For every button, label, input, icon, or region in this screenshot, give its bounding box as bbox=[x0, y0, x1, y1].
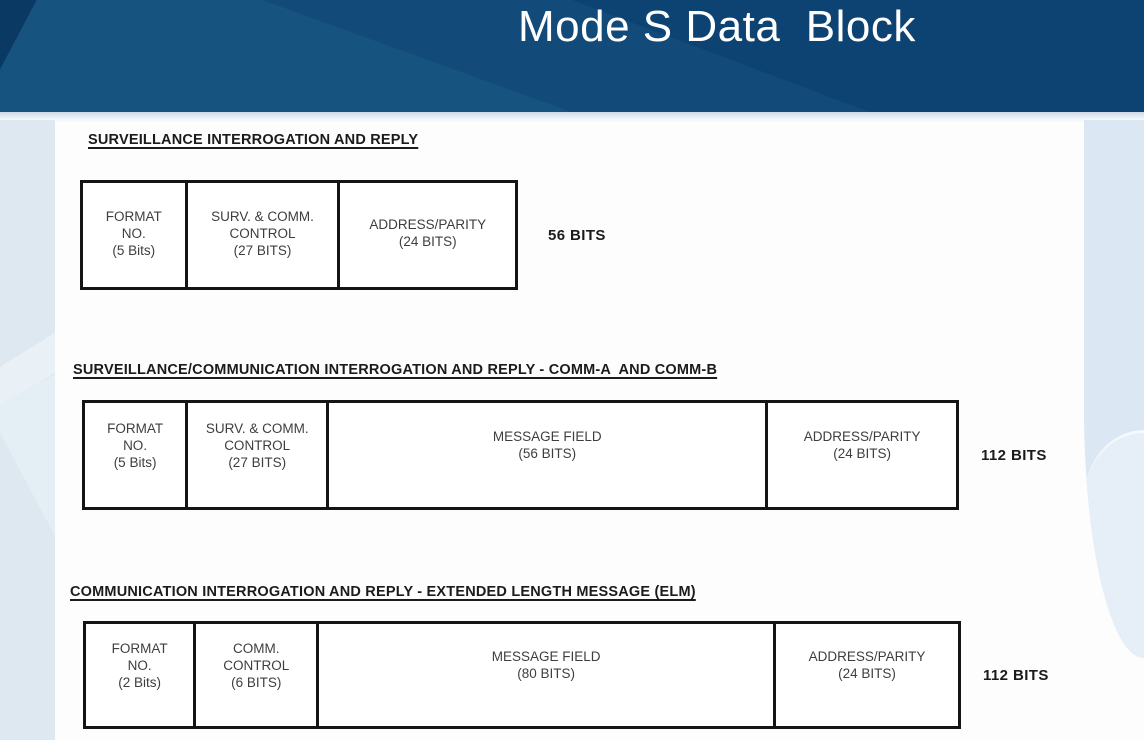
right-accent-swoosh bbox=[1084, 120, 1144, 658]
header-band bbox=[0, 0, 1144, 112]
field-cell-address-parity: ADDRESS/PARITY (24 BITS) bbox=[337, 183, 515, 287]
diagram1-total-bits-label: 56 BITS bbox=[548, 226, 606, 244]
left-accent-band bbox=[0, 120, 55, 740]
field-cell-format-no: FORMAT NO. (5 Bits) bbox=[105, 208, 162, 258]
diagram3-heading: COMMUNICATION INTERROGATION AND REPLY - … bbox=[70, 584, 696, 600]
field-cell-message-field: MESSAGE FIELD (56 BITS) bbox=[326, 403, 765, 507]
diagram2-total-bits-label: 112 BITS bbox=[981, 446, 1047, 464]
slide-title: Mode S Data Block bbox=[518, 2, 916, 51]
field-cell-comm-control: COMM. CONTROL (6 BITS) bbox=[193, 624, 316, 726]
diagram2-field-box: FORMAT NO. (5 Bits) SURV. & COMM. CONTRO… bbox=[82, 400, 959, 510]
field-cell-surv-comm-control: SURV. & COMM. CONTROL (27 BITS) bbox=[184, 183, 338, 287]
field-cell-format-no: FORMAT NO. (5 Bits) bbox=[107, 420, 164, 470]
field-cell-format-no: FORMAT NO. (2 Bits) bbox=[111, 640, 168, 690]
diagram3-field-box: FORMAT NO. (2 Bits) COMM. CONTROL (6 BIT… bbox=[83, 621, 961, 729]
field-cell-address-parity: ADDRESS/PARITY (24 BITS) bbox=[765, 403, 956, 507]
field-cell-address-parity: ADDRESS/PARITY (24 BITS) bbox=[773, 624, 958, 726]
diagram2-heading: SURVEILLANCE/COMMUNICATION INTERROGATION… bbox=[73, 362, 718, 378]
field-cell-message-field: MESSAGE FIELD (80 BITS) bbox=[316, 624, 773, 726]
diagram1-field-box: FORMAT NO. (5 Bits) SURV. & COMM. CONTRO… bbox=[80, 180, 518, 290]
header-divider-strip bbox=[0, 112, 1144, 124]
diagram1-heading: SURVEILLANCE INTERROGATION AND REPLY bbox=[88, 132, 419, 148]
field-cell-surv-comm-control: SURV. & COMM. CONTROL (27 BITS) bbox=[185, 403, 326, 507]
diagram3-total-bits-label: 112 BITS bbox=[983, 666, 1049, 684]
